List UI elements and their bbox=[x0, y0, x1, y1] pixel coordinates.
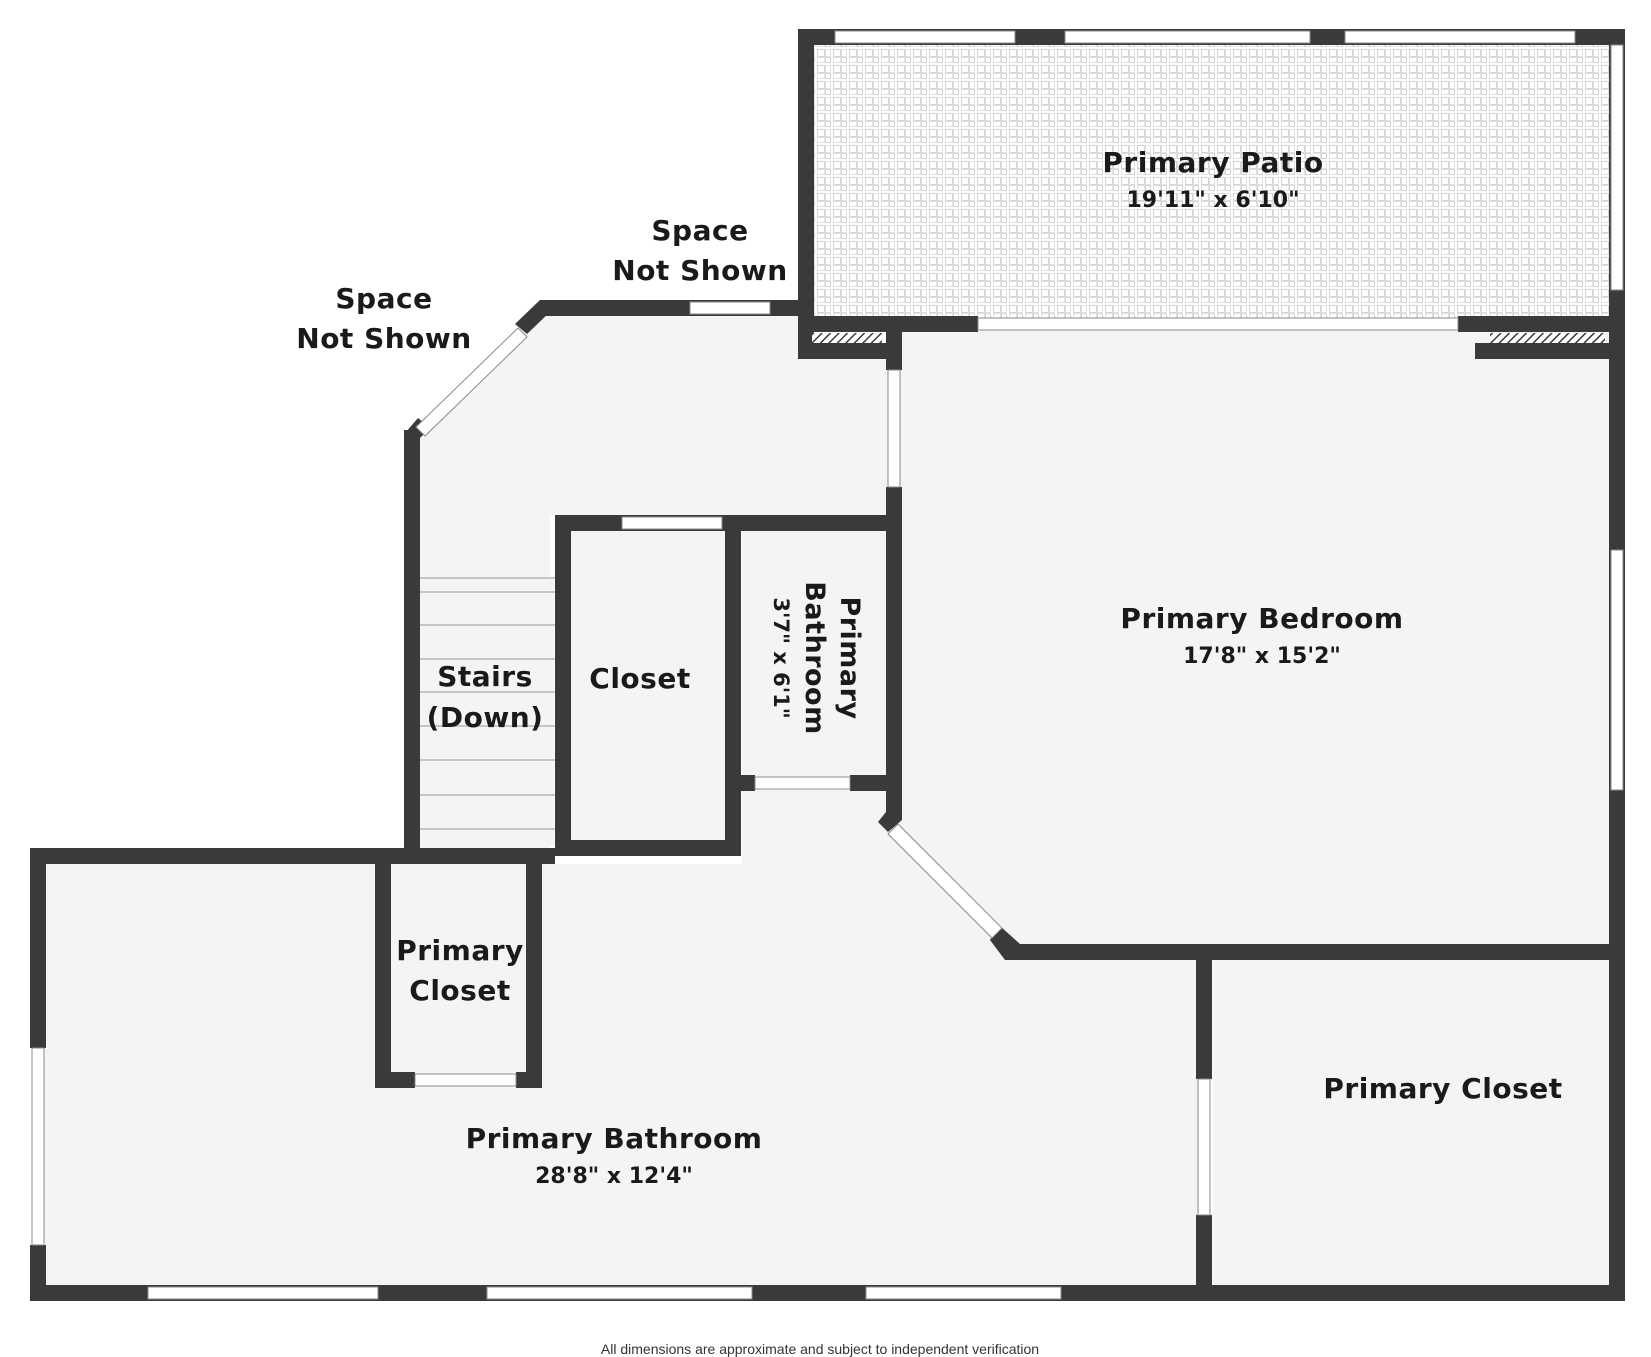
doorway bbox=[887, 369, 901, 488]
space-not-shown-left-line1: Space bbox=[335, 282, 432, 315]
hatched-post bbox=[812, 333, 882, 343]
small-primary-closet-line1: Primary bbox=[396, 934, 524, 967]
window bbox=[31, 1047, 45, 1246]
room-labels: Primary Patio 19'11" x 6'10" Space Not S… bbox=[296, 146, 1562, 1357]
large-closet-floor bbox=[1213, 957, 1611, 1285]
window bbox=[147, 1286, 379, 1300]
small-primary-closet-line2: Closet bbox=[409, 974, 510, 1007]
window bbox=[1610, 44, 1624, 291]
large-bath-dims: 28'8" x 12'4" bbox=[535, 1164, 693, 1189]
window bbox=[865, 1286, 1062, 1300]
bedroom-floor bbox=[890, 330, 1611, 944]
large-closet-name: Primary Closet bbox=[1323, 1072, 1562, 1105]
large-bath-floor bbox=[44, 790, 1200, 1285]
hatched-post bbox=[1490, 333, 1605, 343]
small-bath-name-line2: Bathroom bbox=[799, 581, 830, 734]
large-bath-name: Primary Bathroom bbox=[466, 1122, 763, 1155]
patio-floor bbox=[806, 40, 1611, 322]
bedroom-dims: 17'8" x 15'2" bbox=[1183, 644, 1341, 669]
stairs-line1: Stairs bbox=[437, 660, 533, 693]
closet-name: Closet bbox=[589, 662, 690, 695]
stairs-line2: (Down) bbox=[427, 701, 544, 734]
doorway bbox=[414, 1073, 517, 1087]
stair-treads bbox=[419, 577, 556, 830]
closet-floor bbox=[568, 528, 728, 843]
doorway bbox=[1197, 1078, 1211, 1216]
doorway bbox=[977, 317, 1459, 331]
window bbox=[415, 327, 528, 437]
doorway bbox=[754, 776, 851, 790]
patio-dims: 19'11" x 6'10" bbox=[1126, 188, 1299, 213]
window bbox=[834, 30, 1016, 44]
windows bbox=[31, 30, 1624, 1300]
small-bath-dims: 3'7" x 6'1" bbox=[769, 597, 793, 718]
window bbox=[1344, 30, 1576, 44]
doorway bbox=[621, 516, 723, 530]
floor-fills bbox=[44, 40, 1611, 1285]
footer-disclaimer: All dimensions are approximate and subje… bbox=[601, 1341, 1039, 1357]
window bbox=[689, 301, 771, 315]
patio-name: Primary Patio bbox=[1102, 146, 1323, 179]
window bbox=[1610, 549, 1624, 791]
small-bath-floor bbox=[742, 528, 886, 776]
window bbox=[486, 1286, 753, 1300]
window bbox=[887, 823, 1003, 939]
window bbox=[1064, 30, 1311, 44]
space-not-shown-left-line2: Not Shown bbox=[296, 322, 471, 355]
small-bath-name-line1: Primary bbox=[834, 596, 865, 719]
space-not-shown-right-line2: Not Shown bbox=[612, 254, 787, 287]
bedroom-name: Primary Bedroom bbox=[1120, 602, 1403, 635]
space-not-shown-right-line1: Space bbox=[651, 214, 748, 247]
stairs-floor bbox=[419, 578, 554, 846]
